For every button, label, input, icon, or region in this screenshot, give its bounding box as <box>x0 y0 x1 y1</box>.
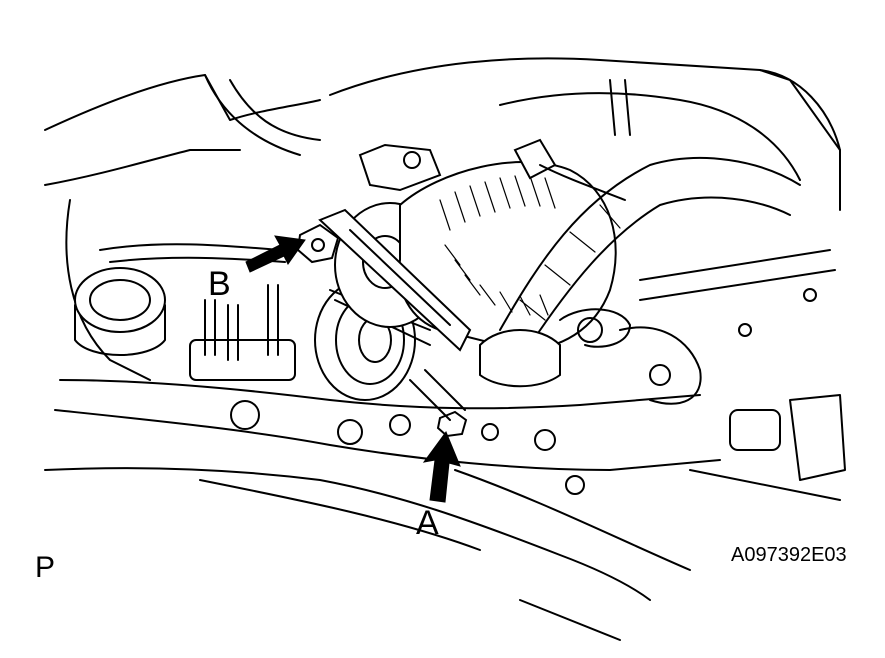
clamp-tab <box>559 308 631 348</box>
fitting-base <box>189 339 296 381</box>
frame-hole-8 <box>738 323 752 337</box>
radiator-hose-top <box>499 156 801 331</box>
fitting-2 <box>227 304 239 361</box>
fitting-1 <box>204 299 216 356</box>
lower-body-mid <box>199 479 481 551</box>
callout-a-label: A <box>416 504 439 542</box>
arrow-a <box>422 430 461 503</box>
radiator-hose-bottom <box>529 196 791 346</box>
mount-block-right <box>789 394 846 481</box>
bolt-b-center <box>311 238 325 252</box>
arrow-b <box>245 235 306 273</box>
right-frame <box>759 69 841 211</box>
view-marker: P <box>35 551 56 584</box>
top-frame-inner <box>499 92 801 181</box>
upper-bolt <box>403 151 421 169</box>
frame-hole-2 <box>337 419 363 445</box>
clamp-bolt <box>577 317 603 343</box>
alternator-housing <box>398 161 617 352</box>
frame-hole-4 <box>481 423 499 441</box>
lower-body-left <box>44 467 651 601</box>
bottom-edge <box>519 599 621 641</box>
frame-hole-5 <box>534 429 556 451</box>
frame-hole-9 <box>803 288 817 302</box>
right-rail-lower <box>689 469 841 501</box>
mount-bracket <box>619 326 702 405</box>
adjusting-bar-slot <box>349 229 451 326</box>
reservoir-cap-inner <box>89 279 151 321</box>
frame-hole-3 <box>389 414 411 436</box>
frame-hole-6 <box>565 475 585 495</box>
inner-fender-left <box>65 199 151 381</box>
fender-outline <box>44 74 321 131</box>
upper-bracket <box>358 143 442 192</box>
brake-line-1 <box>99 243 281 251</box>
connector-wire <box>539 164 626 201</box>
subframe-top <box>59 379 701 410</box>
mount-block <box>729 409 781 451</box>
hood-edge-left <box>44 149 241 186</box>
right-rail <box>639 249 836 301</box>
figure-code: A097392E03 <box>731 544 847 566</box>
alternator-fins <box>439 175 556 316</box>
lower-body-right <box>454 469 691 571</box>
upper-hose <box>204 74 321 156</box>
bolt-a-head <box>436 410 468 438</box>
hose-clamp <box>479 329 561 388</box>
fitting-3 <box>267 284 279 356</box>
reservoir-body <box>74 304 166 356</box>
lower-link <box>409 369 466 421</box>
hose-stripes <box>519 204 621 321</box>
frame-hole-7 <box>649 364 671 386</box>
adjusting-bar <box>318 208 472 352</box>
top-frame-right <box>329 57 841 151</box>
reservoir-cap <box>74 267 166 333</box>
callout-b-label: B <box>208 265 231 303</box>
pipe-right <box>609 79 631 136</box>
subframe-bottom <box>54 409 721 471</box>
frame-hole-1 <box>230 400 260 430</box>
